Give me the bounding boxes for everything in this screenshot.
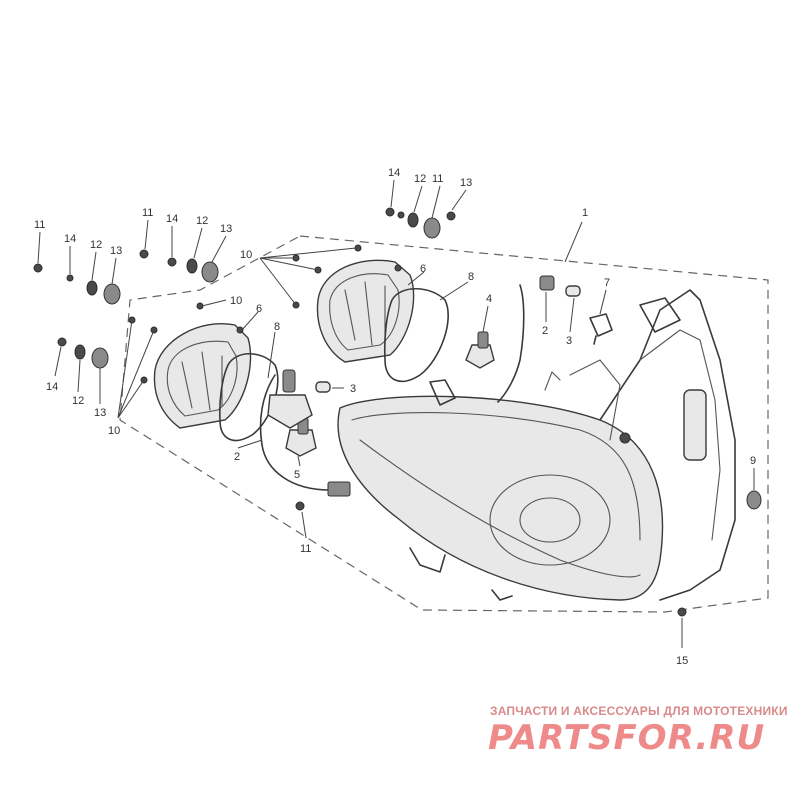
callout-13-top: 13: [460, 177, 472, 189]
callout-8-lower: 8: [274, 321, 280, 333]
connector-left: [327, 481, 351, 497]
gasket-lower: [219, 352, 279, 442]
callout-8-upper: 8: [468, 271, 474, 283]
bulb-upper: [465, 331, 495, 369]
watermark-tagline: ЗАПЧАСТИ И АКСЕССУАРЫ ДЛЯ МОТОТЕХНИКИ: [490, 704, 788, 718]
callout-6-upper: 6: [420, 263, 426, 275]
grommet: [746, 490, 762, 510]
bulb-main: [267, 369, 313, 429]
position-bulb-left: [315, 381, 331, 393]
callout-3-right: 3: [566, 335, 572, 347]
callout-labels: 1 2 2 3 3 4 5 6 6 7 8 8 9 10 10 10 11 11…: [34, 167, 756, 667]
callout-13-lower-left: 13: [94, 407, 106, 419]
callout-7: 7: [604, 277, 610, 289]
fastener-stack-upper-left: [33, 263, 121, 305]
fastener-stack-upper-mid: [139, 249, 219, 283]
callout-10-mid: 10: [230, 295, 242, 307]
callout-15: 15: [676, 655, 688, 667]
callout-5: 5: [294, 469, 300, 481]
callout-11-top: 11: [432, 173, 443, 185]
bracket: [589, 313, 613, 345]
callout-14-upper-left: 14: [64, 233, 76, 245]
socket-right: [539, 275, 555, 291]
callout-10-upper: 10: [240, 249, 252, 261]
watermark-logo: PARTSFOR.RU: [488, 718, 766, 758]
callout-12-lower-left: 12: [72, 395, 84, 407]
watermark: ЗАПЧАСТИ И АКСЕССУАРЫ ДЛЯ МОТОТЕХНИКИ PA…: [478, 700, 794, 760]
callout-4: 4: [486, 293, 492, 305]
callout-10-lower: 10: [108, 425, 120, 437]
fastener-stack-top: [385, 207, 456, 239]
screw-bottom: [677, 607, 687, 617]
assembly-boundary: [119, 235, 769, 613]
fastener-stack-lower-left: [57, 337, 109, 369]
callout-11-upper-mid: 11: [142, 207, 153, 219]
harness-left: [259, 374, 331, 491]
callout-14-upper-mid: 14: [166, 213, 178, 225]
position-bulb-right: [565, 285, 581, 297]
callout-14-top: 14: [388, 167, 400, 179]
headlight-housing: [337, 289, 736, 601]
leader-lines: [37, 179, 755, 648]
reflector-right: [316, 259, 415, 363]
callout-1: 1: [582, 207, 588, 219]
callout-12-upper-mid: 12: [196, 215, 208, 227]
callout-12-upper-left: 12: [90, 239, 102, 251]
callout-9: 9: [750, 455, 756, 467]
callout-2-left: 2: [234, 451, 240, 463]
callout-12-top: 12: [414, 173, 426, 185]
callout-11-upper-left: 11: [34, 219, 45, 231]
callout-2-right: 2: [542, 325, 548, 337]
callout-6-lower: 6: [256, 303, 262, 315]
callout-14-lower-left: 14: [46, 381, 58, 393]
reflector-left: [153, 323, 252, 429]
screw-lower: [295, 501, 305, 511]
harness-right: [497, 284, 525, 403]
gasket-upper: [383, 288, 449, 383]
callout-11-lower: 11: [300, 543, 311, 555]
callout-3-left: 3: [350, 383, 356, 395]
callout-13-upper-mid: 13: [220, 223, 232, 235]
callout-13-upper-left: 13: [110, 245, 122, 257]
